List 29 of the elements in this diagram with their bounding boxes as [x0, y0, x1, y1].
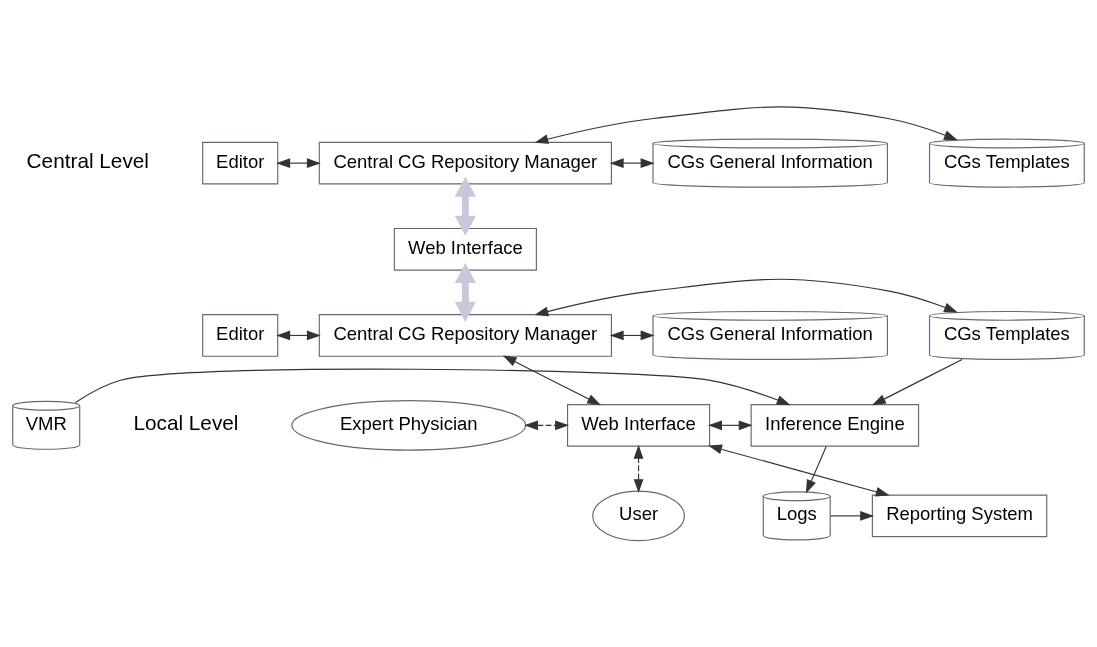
- node-box: Editor: [202, 314, 279, 357]
- arrow: [805, 445, 827, 494]
- arrow: [524, 420, 569, 431]
- node-ellipse: User: [592, 490, 685, 542]
- arrow: [708, 420, 753, 431]
- node-box: Reporting System: [871, 494, 1048, 538]
- label: Local Level: [133, 411, 239, 435]
- node-box: Web Interface: [393, 227, 537, 271]
- node-ellipse: Expert Physician: [291, 400, 527, 451]
- arrow: [74, 368, 791, 406]
- arrow: [872, 358, 963, 406]
- arrow: [276, 330, 321, 341]
- node-box: Inference Engine: [750, 403, 920, 447]
- arrow: [454, 176, 476, 236]
- node-box: Web Interface: [566, 403, 711, 447]
- arrow: [829, 511, 875, 521]
- arrow: [534, 106, 958, 144]
- node-box: Central CG Repository Manager: [318, 141, 612, 185]
- arrow: [534, 278, 958, 317]
- arrow: [708, 444, 890, 497]
- node-box: Editor: [202, 141, 279, 185]
- arrow: [609, 330, 655, 341]
- arrow: [454, 262, 476, 323]
- node-box: Central CG Repository Manager: [318, 314, 612, 357]
- arrow: [502, 355, 602, 406]
- arrow: [609, 158, 655, 168]
- arrow: [633, 444, 644, 494]
- label: Central Level: [26, 149, 149, 173]
- arrow: [276, 158, 321, 168]
